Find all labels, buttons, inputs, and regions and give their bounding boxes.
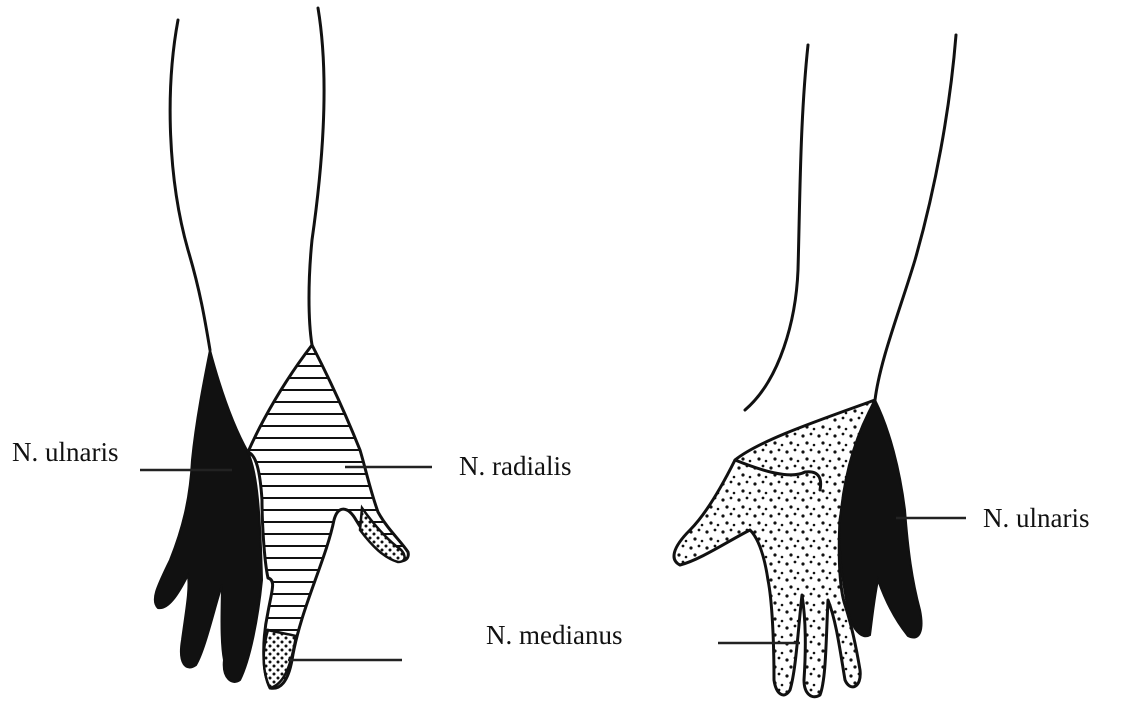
dorsal-radialis-label: N. radialis bbox=[459, 451, 571, 481]
dorsal-ulnaris-region bbox=[155, 350, 262, 682]
dorsal-medianus-thumb-tip bbox=[360, 508, 405, 562]
dorsal-forearm-outline bbox=[170, 8, 324, 350]
palmar-hand: N. ulnaris N. medianus bbox=[486, 35, 1089, 697]
palmar-medianus-label: N. medianus bbox=[486, 620, 622, 650]
palmar-forearm-outline bbox=[745, 35, 956, 410]
palmar-ulnaris-label: N. ulnaris bbox=[983, 503, 1089, 533]
dorsal-ulnaris-label: N. ulnaris bbox=[12, 437, 118, 467]
dorsal-hand: N. ulnaris N. radialis bbox=[12, 8, 571, 688]
